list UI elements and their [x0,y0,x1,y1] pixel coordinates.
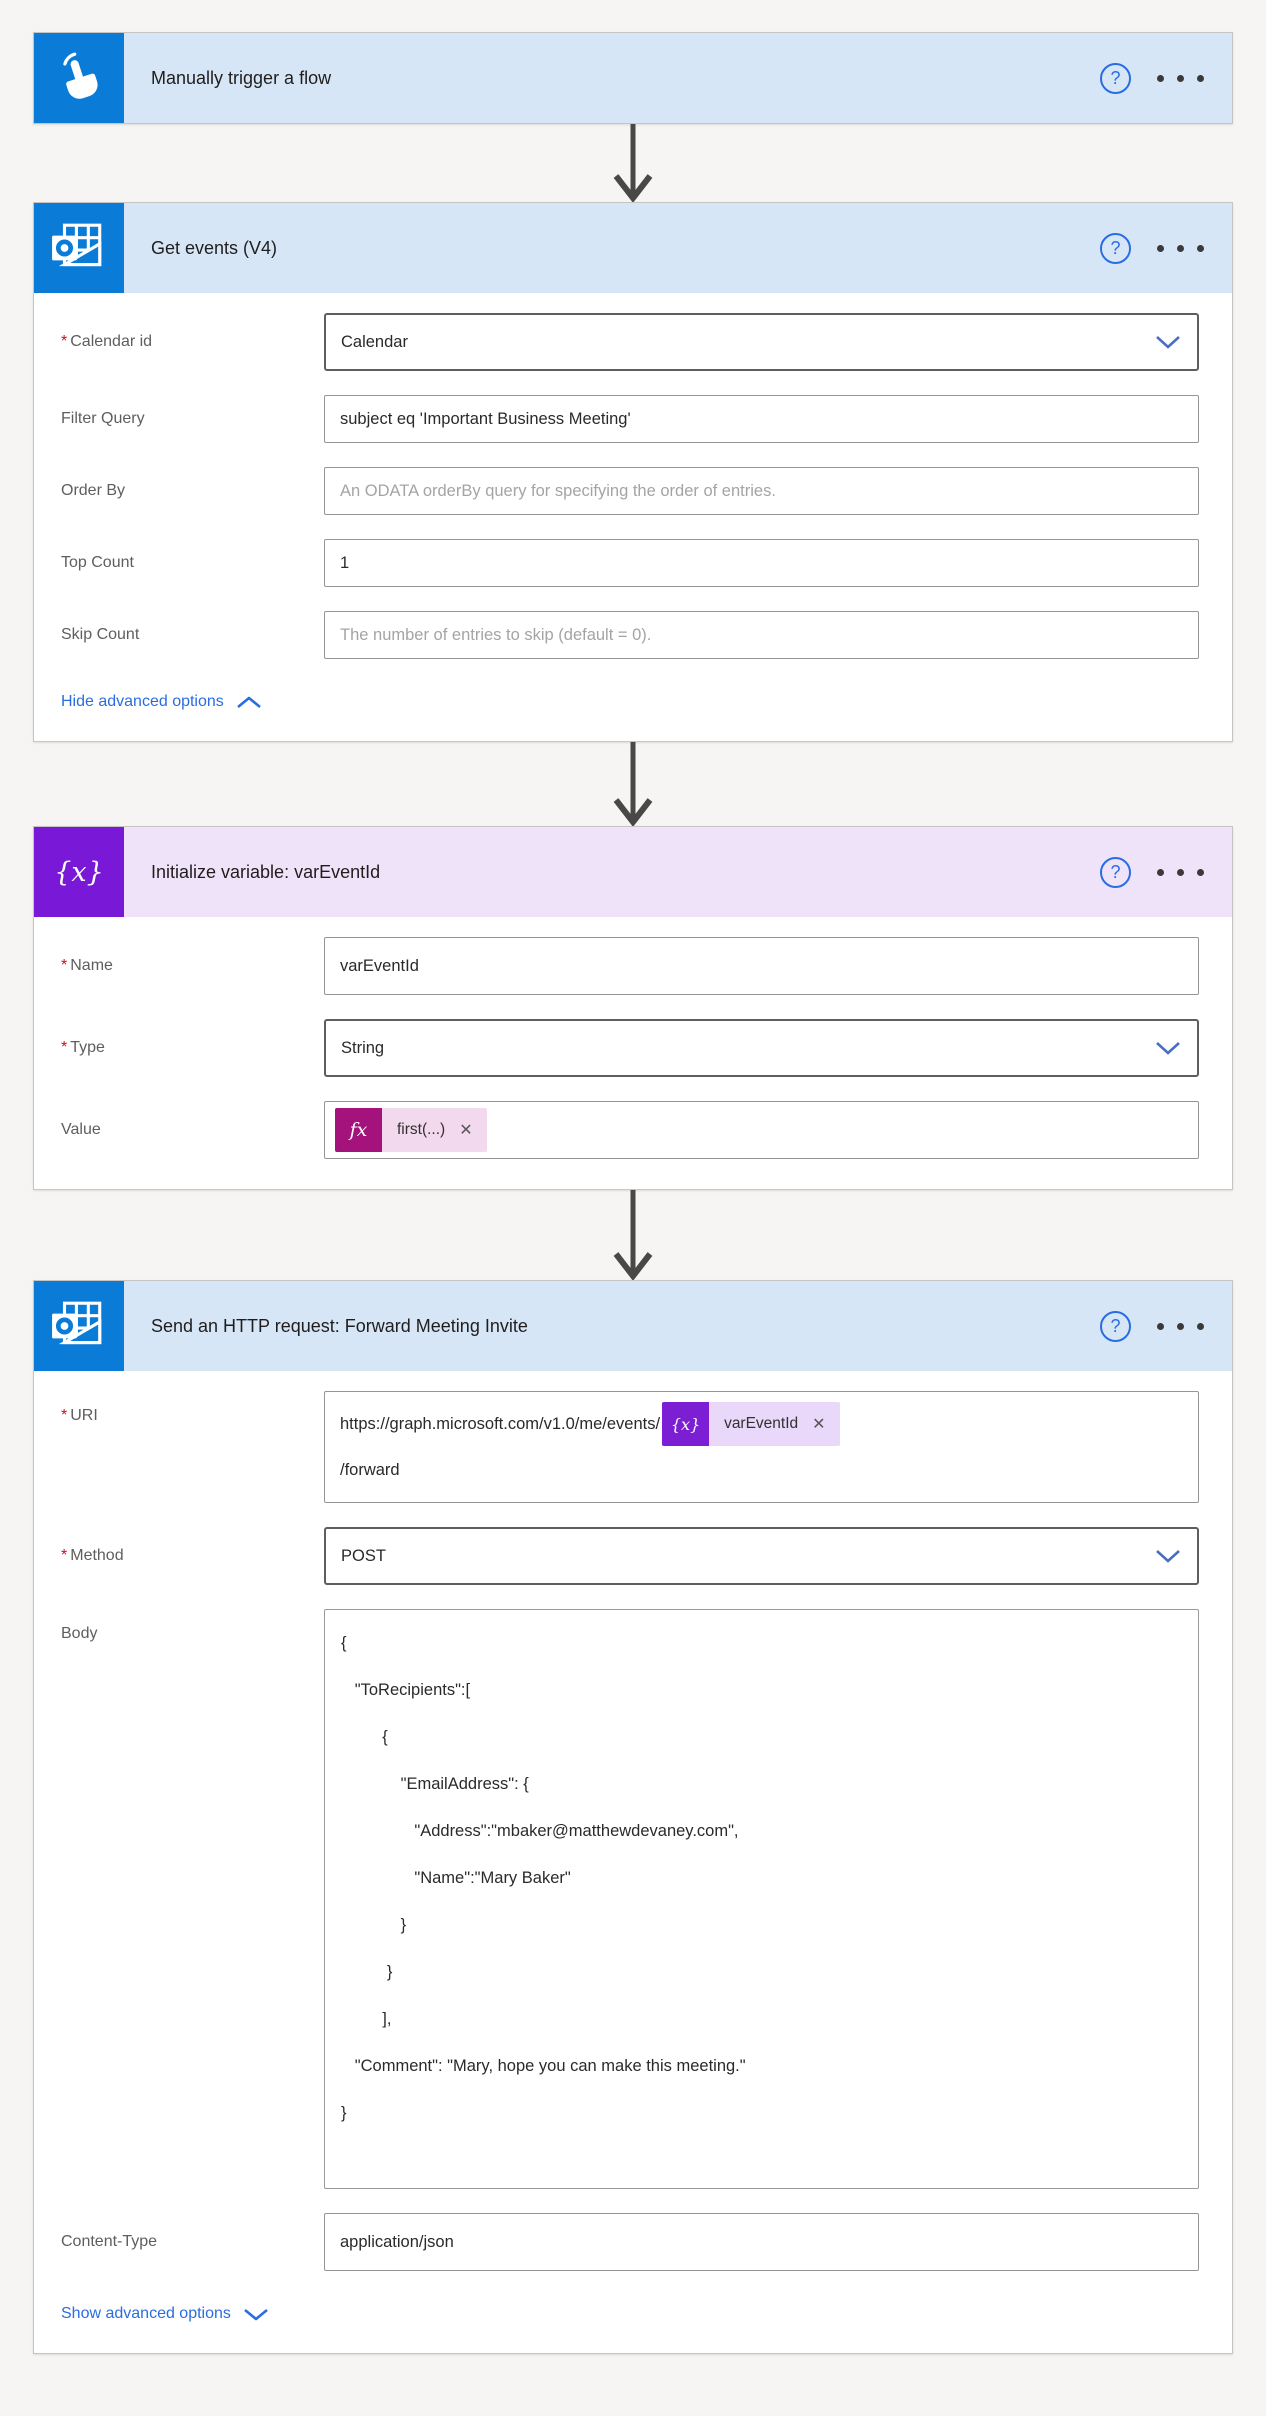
card-title: Send an HTTP request: Forward Meeting In… [151,1315,528,1336]
field-body: Body { "ToRecipients":[ { "EmailAddress"… [61,1609,1199,2189]
variable-icon: {x} [34,827,124,917]
calendar-id-value: Calendar [341,332,408,351]
field-skip-count: Skip Count The number of entries to skip… [61,611,1199,659]
field-name: *Name varEventId [61,937,1199,995]
chevron-down-icon [243,2307,269,2322]
help-icon[interactable]: ? [1100,232,1131,264]
ellipsis-menu-icon[interactable] [1155,1315,1206,1338]
required-asterisk: * [61,1039,68,1056]
card-http-request: Send an HTTP request: Forward Meeting In… [33,1280,1233,2354]
field-label: Content-Type [61,2233,158,2250]
variable-type-value: String [341,1038,385,1057]
card-initialize-variable-header[interactable]: {x} Initialize variable: varEventId ? [34,827,1232,917]
ellipsis-menu-icon[interactable] [1155,67,1206,90]
ellipsis-menu-icon[interactable] [1155,237,1206,260]
field-label: Value [61,1121,101,1138]
chevron-up-icon [236,695,262,710]
card-http-request-header[interactable]: Send an HTTP request: Forward Meeting In… [34,1281,1232,1371]
skip-count-input[interactable]: The number of entries to skip (default =… [324,611,1199,659]
manual-trigger-icon [34,33,124,123]
card-title: Initialize variable: varEventId [151,861,381,882]
field-filter-query: Filter Query subject eq 'Important Busin… [61,395,1199,443]
variable-token-label: varEventId [724,1415,799,1432]
variable-token-icon: {x} [662,1402,710,1446]
expression-token-label: first(...) [397,1121,446,1138]
field-label: URI [70,1407,98,1424]
uri-input[interactable]: https://graph.microsoft.com/v1.0/me/even… [324,1391,1199,1503]
flow-designer-canvas: Manually trigger a flow ? [33,32,1233,2354]
top-count-input[interactable]: 1 [324,539,1199,587]
field-label: Filter Query [61,410,145,427]
content-type-input[interactable]: application/json [324,2213,1199,2271]
card-initialize-variable: {x} Initialize variable: varEventId ? *N… [33,826,1233,1190]
chevron-down-icon [1155,335,1181,349]
help-icon[interactable]: ? [1100,1310,1131,1342]
flow-connector-arrow [33,742,1233,826]
field-method: *Method POST [61,1527,1199,1585]
flow-connector-arrow [33,1190,1233,1280]
calendar-id-dropdown[interactable]: Calendar [324,313,1199,371]
field-uri: *URI https://graph.microsoft.com/v1.0/me… [61,1391,1199,1503]
method-dropdown[interactable]: POST [324,1527,1199,1585]
dismiss-icon[interactable]: ✕ [812,1416,826,1433]
chevron-down-icon [1155,1041,1181,1055]
outlook-calendar-icon [34,203,124,293]
filter-query-input[interactable]: subject eq 'Important Business Meeting' [324,395,1199,443]
order-by-input[interactable]: An ODATA orderBy query for specifying th… [324,467,1199,515]
outlook-calendar-icon [34,1281,124,1371]
uri-text: https://graph.microsoft.com/v1.0/me/even… [340,1414,661,1433]
field-top-count: Top Count 1 [61,539,1199,587]
variable-type-dropdown[interactable]: String [324,1019,1199,1077]
required-asterisk: * [61,333,68,350]
fx-icon: fx [335,1108,382,1152]
field-order-by: Order By An ODATA orderBy query for spec… [61,467,1199,515]
help-icon[interactable]: ? [1100,62,1131,94]
card-manual-trigger-header[interactable]: Manually trigger a flow ? [34,33,1232,123]
variable-token-chip[interactable]: {x} varEventId ✕ [662,1402,840,1446]
card-manual-trigger: Manually trigger a flow ? [33,32,1233,124]
card-title: Get events (V4) [151,237,278,258]
dismiss-icon[interactable]: ✕ [459,1122,473,1139]
show-advanced-options-link[interactable]: Show advanced options [61,2305,269,2323]
card-get-events: Get events (V4) ? *Calendar id Calendar [33,202,1233,742]
field-label: Order By [61,482,126,499]
field-value: Value fx first(...) ✕ [61,1101,1199,1159]
field-label: Method [70,1547,124,1564]
field-type: *Type String [61,1019,1199,1077]
method-value: POST [341,1546,386,1565]
flow-connector-arrow [33,124,1233,202]
variable-value-input[interactable]: fx first(...) ✕ [324,1101,1199,1159]
body-textarea[interactable]: { "ToRecipients":[ { "EmailAddress": { "… [324,1609,1199,2189]
ellipsis-menu-icon[interactable] [1155,861,1206,884]
hide-advanced-options-link[interactable]: Hide advanced options [61,693,262,711]
required-asterisk: * [61,1407,68,1424]
field-label: Calendar id [70,333,153,350]
expression-token-chip[interactable]: fx first(...) ✕ [335,1108,487,1152]
card-title: Manually trigger a flow [151,67,332,88]
field-label: Name [70,957,113,974]
required-asterisk: * [61,1547,68,1564]
help-icon[interactable]: ? [1100,856,1131,888]
uri-text: /forward [340,1460,400,1479]
variable-name-input[interactable]: varEventId [324,937,1199,995]
field-label: Type [70,1039,105,1056]
field-calendar-id: *Calendar id Calendar [61,313,1199,371]
required-asterisk: * [61,957,68,974]
card-get-events-header[interactable]: Get events (V4) ? [34,203,1232,293]
chevron-down-icon [1155,1549,1181,1563]
field-label: Top Count [61,554,134,571]
field-label: Body [61,1625,98,1642]
field-label: Skip Count [61,626,140,643]
field-content-type: Content-Type application/json [61,2213,1199,2271]
